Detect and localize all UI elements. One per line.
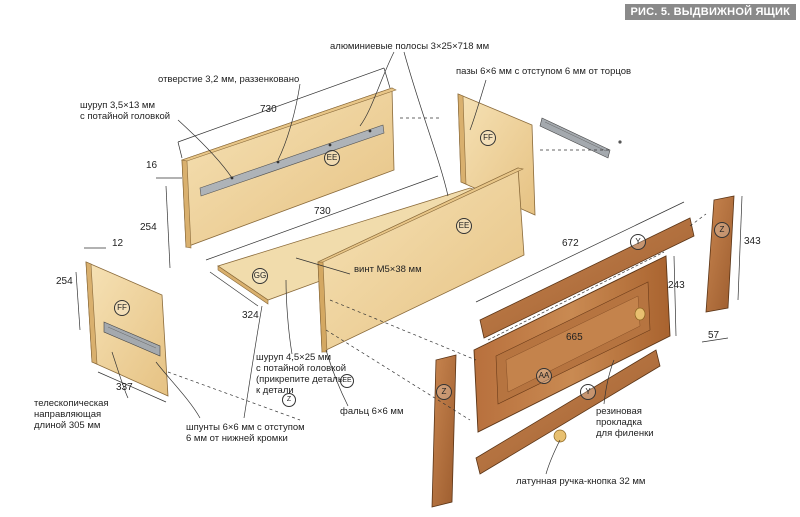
part-tag-stile-right: Z: [714, 222, 730, 238]
screw-hole: [276, 160, 280, 164]
dim-line: [487, 251, 665, 341]
rail-bottom: [475, 349, 661, 475]
leader-line: [295, 257, 351, 275]
slide-rail-right-body: [539, 117, 611, 159]
dim-panel-height: 243: [668, 280, 685, 291]
dim-line: [673, 255, 677, 337]
callout-gasket: резиновая прокладка для филенки: [596, 406, 654, 439]
brass-knob-icon: [634, 307, 646, 321]
dim-line: [205, 175, 439, 261]
dim-stile-width: 57: [708, 330, 720, 341]
screw-hole: [368, 129, 372, 133]
leader-line: [359, 51, 395, 127]
dim-rail-length: 672: [562, 238, 579, 249]
dim-tick: [383, 67, 391, 89]
dim-line: [701, 337, 729, 343]
dim-side-length: 337: [116, 382, 133, 393]
part-tag-back: EE: [324, 150, 340, 166]
part-tag-bottom: GG: [252, 268, 268, 284]
dim-side-height: 254: [56, 276, 73, 287]
front-box-top: [317, 167, 524, 263]
dim-tick: [177, 141, 183, 159]
dim-back-offset: 16: [146, 160, 158, 171]
leader-line: [111, 351, 129, 399]
dim-bottom-width: 324: [242, 310, 259, 321]
stile-left-face: [431, 354, 457, 508]
stile-right: [705, 195, 735, 313]
part-tag-side-right: FF: [480, 130, 496, 146]
leader-line: [469, 79, 487, 131]
leader-line: [545, 439, 561, 475]
assembly-line: [325, 329, 471, 421]
callout-hole: отверстие 3,2 мм, раззенковано: [158, 74, 300, 85]
dim-panel-width: 665: [566, 332, 583, 343]
dim-bottom-length: 730: [314, 206, 331, 217]
stile-left: [431, 354, 457, 508]
dim-line: [475, 201, 685, 303]
side-panel-left-face: [85, 261, 169, 397]
dim-line: [165, 185, 171, 269]
dim-line: [737, 195, 743, 301]
callout-bolt: винт М5×38 мм: [354, 264, 422, 275]
callout-screw-small: шуруп 3,5×13 мм с потайной головкой: [80, 100, 171, 122]
dim-stile-height: 343: [744, 236, 761, 247]
dim-line: [97, 371, 167, 403]
screw-hole: [328, 143, 332, 147]
side-panel-left-edge: [85, 261, 98, 365]
front-box-panel: [317, 167, 525, 353]
part-tag-front-box: EE: [456, 218, 472, 234]
dim-back-length: 730: [260, 104, 277, 115]
rail-bottom-face: [475, 349, 661, 475]
callout-slide: телескопическая направляющая длиной 305 …: [34, 398, 109, 431]
part-tag-rail-bottom: Y: [580, 384, 596, 400]
leader-line: [603, 359, 615, 405]
leader-line: [325, 349, 349, 407]
back-panel-top-edge: [180, 87, 397, 162]
leader-line: [177, 119, 233, 179]
part-tag-ref-ee: EE: [340, 374, 354, 388]
side-panel-right-edge: [457, 93, 467, 185]
slide-rail-left: [103, 321, 161, 357]
slide-rail-right: [539, 117, 622, 159]
part-tag-rail-top: Y: [630, 234, 646, 250]
callout-splines: шпунты 6×6 мм с отступом 6 мм от нижней …: [186, 422, 305, 444]
callout-grooves: пазы 6×6 мм с отступом 6 мм от торцов: [456, 66, 632, 77]
assembly-line: [689, 213, 707, 227]
dimension-lines: [75, 51, 743, 475]
callout-aluminum-strips: алюминиевые полосы 3×25×718 мм: [330, 41, 490, 52]
leader-line: [155, 361, 201, 419]
figure-title: РИС. 5. ВЫДВИЖНОЙ ЯЩИК: [624, 4, 796, 20]
leader-line: [277, 83, 301, 161]
callout-rebate: фальц 6×6 мм: [340, 406, 404, 417]
leader-line: [285, 279, 293, 355]
aluminum-strip-back: [199, 124, 385, 197]
brass-knob-icon: [553, 429, 567, 443]
part-tag-panel: AA: [536, 368, 552, 384]
screw: [618, 140, 622, 144]
dim-side-thickness: 12: [112, 238, 124, 249]
part-tag-side-left: FF: [114, 300, 130, 316]
stile-right-face: [705, 195, 735, 313]
back-panel: [180, 87, 397, 249]
leader-line: [243, 305, 263, 419]
callout-knob: латунная ручка-кнопка 32 мм: [516, 476, 646, 487]
dim-back-height: 254: [140, 222, 157, 233]
dim-line: [177, 67, 385, 143]
assembly-line: [329, 299, 477, 361]
dim-line: [75, 271, 81, 331]
part-tag-ref-z: Z: [282, 393, 296, 407]
callout-screw-long: шуруп 4,5×25 мм с потайной головкой (при…: [256, 352, 347, 396]
side-panel-left: [85, 261, 169, 397]
bottom-panel-edge: [217, 265, 269, 305]
leader-line: [403, 51, 449, 197]
dim-line: [209, 271, 259, 307]
part-tag-stile-left: Z: [436, 384, 452, 400]
